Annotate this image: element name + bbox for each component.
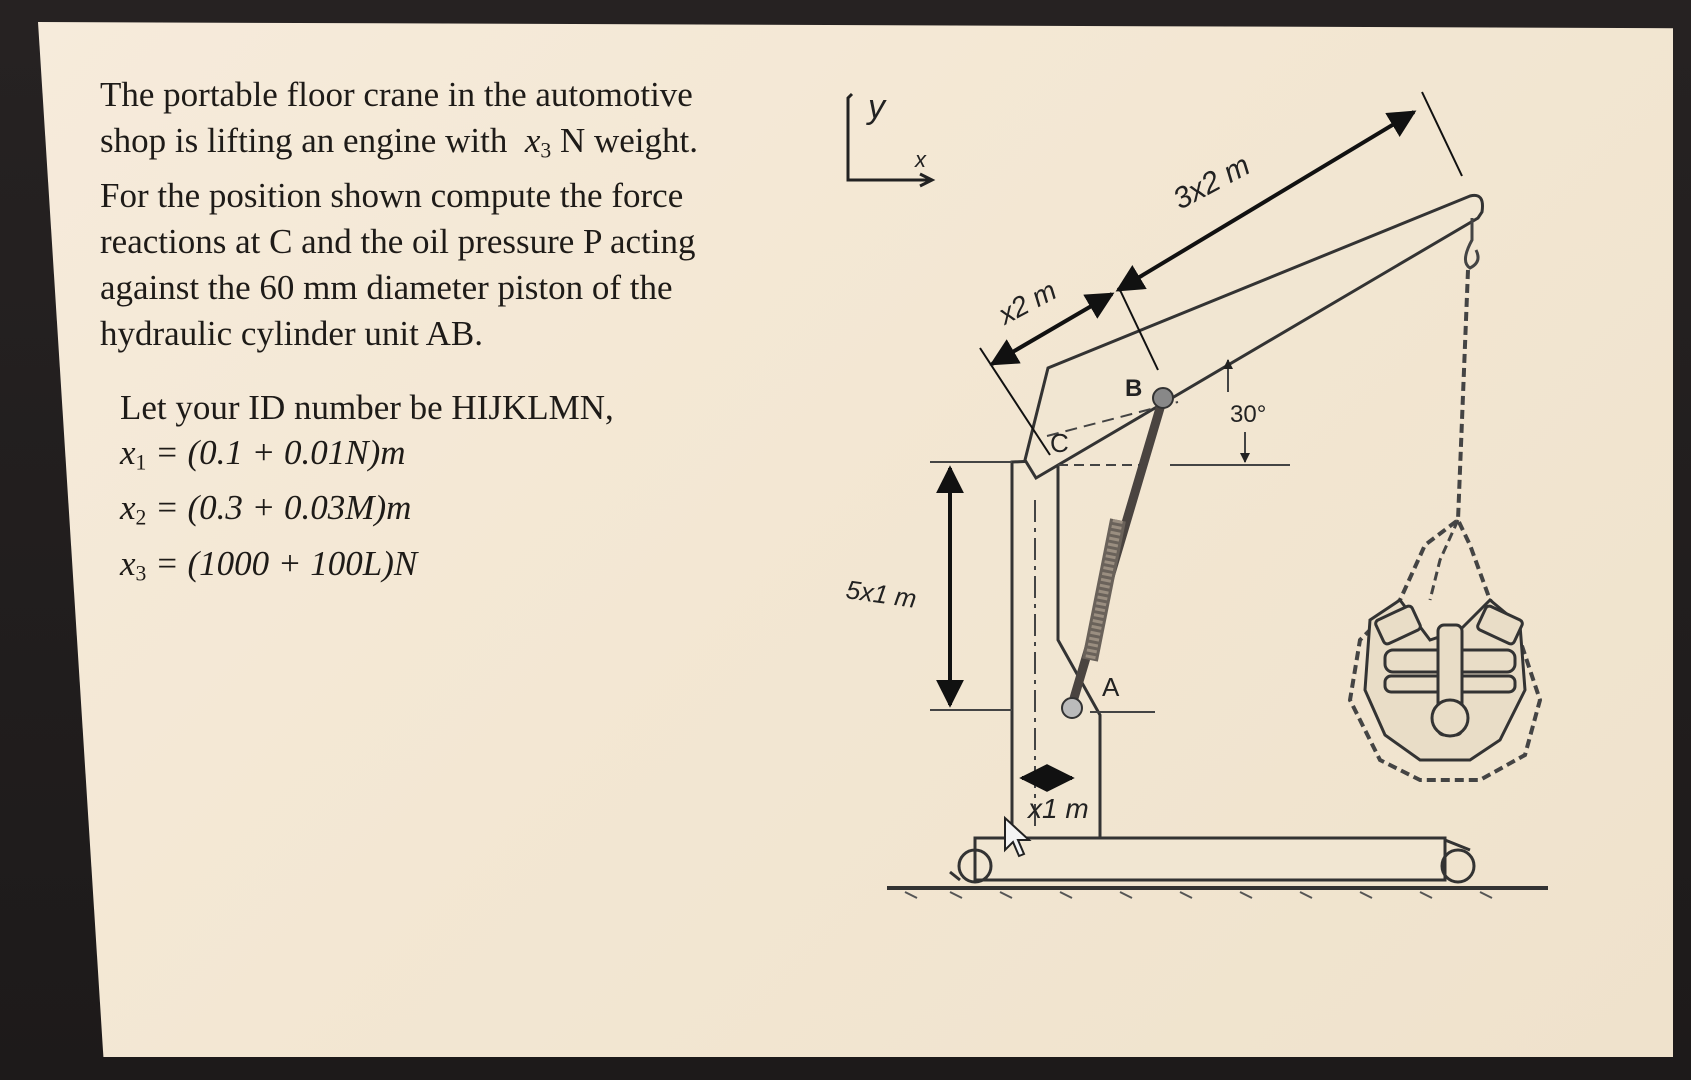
problem-line-2-tail: N weight. bbox=[559, 121, 699, 160]
axis-y-label: y bbox=[866, 88, 887, 126]
equation-x3-expr: = (1000 + 100L)N bbox=[146, 543, 418, 583]
axis-x-label: x bbox=[914, 147, 927, 172]
ground bbox=[887, 886, 1548, 899]
point-a-label: A bbox=[1102, 672, 1120, 702]
crane-boom bbox=[1023, 193, 1484, 481]
equation-x2: x2 = (0.3 + 0.03M)m bbox=[120, 485, 720, 540]
id-number-definitions: Let your ID number be HIJKLMN, x1 = (0.1… bbox=[120, 385, 720, 596]
equation-x2-expr: = (0.3 + 0.03M)m bbox=[146, 488, 412, 528]
boom-outer-dimension: 3x2 m bbox=[1168, 149, 1256, 216]
equation-x2-var: x bbox=[120, 488, 136, 528]
equation-x2-sub: 2 bbox=[135, 505, 147, 530]
angle-annotation bbox=[1223, 359, 1250, 463]
problem-line-4: reactions at C and the oil pressure P ac… bbox=[100, 222, 696, 262]
angle-label: 30° bbox=[1230, 401, 1266, 428]
problem-line-3: For the position shown compute the force bbox=[100, 176, 684, 216]
engine-icon bbox=[1363, 597, 1527, 762]
problem-line-5: against the 60 mm diameter piston of the bbox=[100, 268, 673, 308]
equation-x1-sub: 1 bbox=[135, 450, 147, 475]
offset-dimension: x1 m bbox=[1026, 793, 1089, 824]
boom-dimension-lines bbox=[979, 91, 1463, 456]
weight-variable-subscript: 3 bbox=[540, 138, 552, 163]
coordinate-axes bbox=[846, 92, 936, 188]
equation-x1: x1 = (0.1 + 0.01N)m bbox=[120, 430, 720, 485]
equation-x1-expr: = (0.1 + 0.01N)m bbox=[146, 433, 406, 472]
problem-statement: The portable floor crane in the automoti… bbox=[100, 72, 760, 357]
hydraulic-cylinder bbox=[1061, 387, 1174, 719]
point-c-label: C bbox=[1050, 428, 1069, 458]
equation-x3-var: x bbox=[120, 543, 136, 583]
boom-inner-dimension: x2 m bbox=[991, 274, 1061, 331]
problem-line-2-text: shop is lifting an engine with bbox=[100, 121, 508, 160]
equation-x1-var: x bbox=[120, 433, 136, 472]
problem-line-2: shop is lifting an engine with x3 N weig… bbox=[100, 118, 760, 173]
weight-variable: x bbox=[524, 121, 541, 160]
point-b-label: B bbox=[1125, 375, 1142, 402]
equation-x3: x3 = (1000 + 100L)N bbox=[120, 541, 720, 596]
id-intro: Let your ID number be HIJKLMN, bbox=[120, 388, 614, 427]
reference-lines bbox=[930, 461, 1290, 713]
equation-x3-sub: 3 bbox=[135, 561, 147, 586]
problem-line-6: hydraulic cylinder unit AB. bbox=[100, 314, 483, 354]
height-dimension: 5x1 m bbox=[844, 574, 918, 614]
problem-line-1: The portable floor crane in the automoti… bbox=[100, 75, 693, 114]
crane-base bbox=[949, 836, 1476, 884]
mouse-cursor-icon bbox=[1004, 815, 1032, 858]
